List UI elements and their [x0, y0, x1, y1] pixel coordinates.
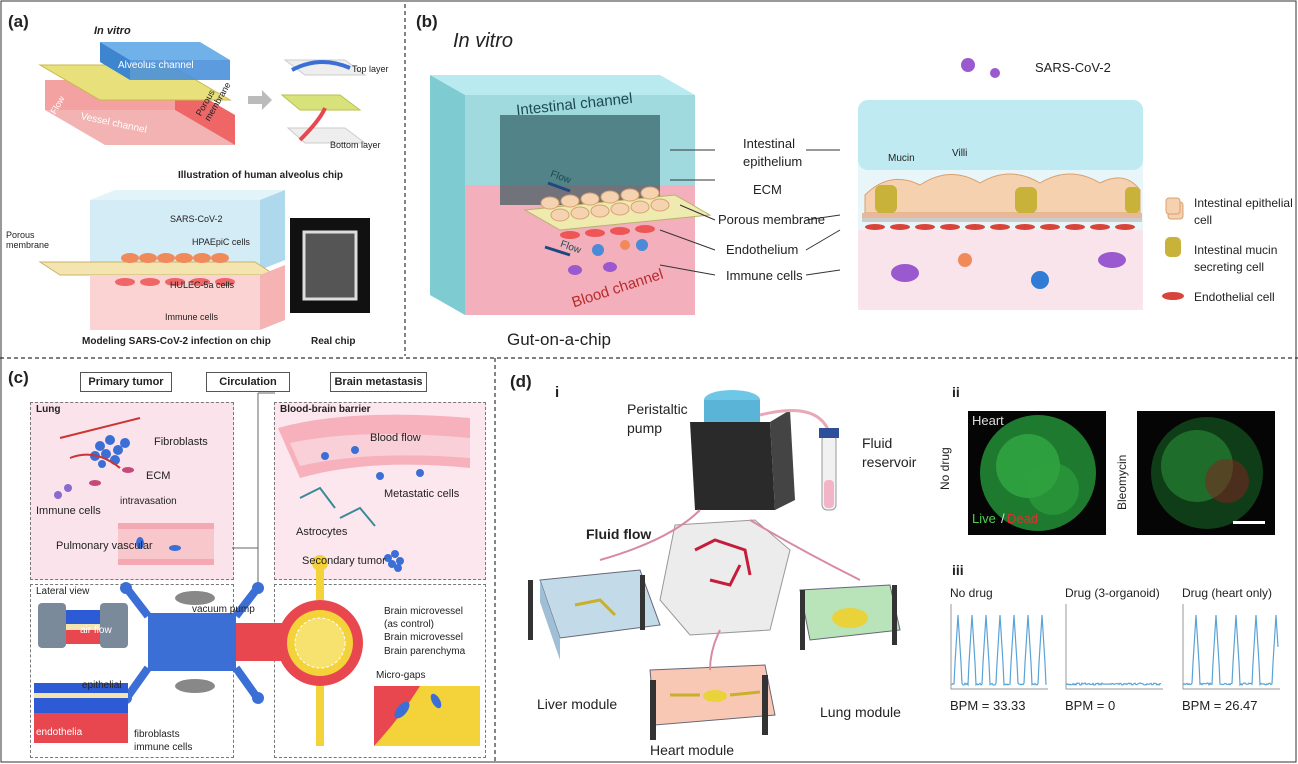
intravasation-label: intravasation [120, 496, 177, 507]
top-layer-label: Top layer [352, 64, 389, 74]
sub-iii-label: iii [952, 562, 964, 578]
trace-plot [1182, 603, 1282, 693]
trace-plot [950, 603, 1050, 693]
villi-label: Villi [952, 148, 967, 159]
fluid-reservoir-label: Fluid reservoir [862, 434, 932, 472]
no-drug-side-label: No drug [938, 447, 952, 490]
brain-microvessel-label: Brain microvessel [384, 632, 463, 643]
trace-bpm: BPM = 0 [1065, 698, 1115, 713]
lung-module-label: Lung module [820, 704, 901, 720]
epithelial-label: epithelial [82, 680, 121, 691]
alveolus-channel-label: Alveolus channel [118, 60, 194, 71]
fluid-flow-label: Fluid flow [586, 526, 651, 542]
astrocytes-label: Astrocytes [296, 526, 347, 538]
modeling-caption: Modeling SARS-CoV-2 infection on chip [82, 336, 271, 347]
liver-module-label: Liver module [537, 696, 617, 712]
tumor-circulation-art [0, 358, 490, 758]
pulmonary-vascular-label: Pulmonary vascular [56, 540, 153, 552]
bleomycin-label: Bleomycin [1115, 455, 1129, 510]
bbb-label: Blood-brain barrier [280, 404, 371, 415]
legend-epithelial: Intestinal epithelial cell [1194, 195, 1294, 229]
trace-title: Drug (3-organoid) [1065, 586, 1160, 600]
ecm-label-c: ECM [146, 470, 170, 482]
heart-module-label: Heart module [650, 742, 734, 758]
bottom-layer-label: Bottom layer [330, 140, 381, 150]
fibroblasts-immune-label: fibroblasts immune cells [134, 728, 214, 754]
sub-ii-label: ii [952, 384, 960, 400]
ecm-label-b: ECM [753, 182, 782, 197]
endothelia-label: endothelia [36, 727, 82, 738]
mucin-label: Mucin [888, 153, 915, 164]
vacuum-pump-label: vacuum pump [192, 604, 255, 615]
panel-b-label: (b) [416, 12, 438, 32]
legend-endothelial: Endothelial cell [1194, 290, 1275, 304]
air-flow-label: air flow [80, 625, 112, 636]
micro-gaps-label: Micro-gaps [376, 670, 425, 681]
trace-line [1067, 683, 1161, 685]
trace-plot [1065, 603, 1165, 693]
panel-b-in-vitro: In vitro [453, 30, 513, 53]
porous-membrane-label-b: Porous membrane [718, 212, 825, 227]
metastatic-cells-label: Metastatic cells [384, 488, 459, 500]
brain-parenchyma-label: Brain parenchyma [384, 646, 465, 657]
blood-flow-label: Blood flow [370, 432, 421, 444]
immune-cells-label-b: Immune cells [726, 268, 803, 283]
lung-label: Lung [36, 404, 60, 415]
hulec-label: HULEC-5a cells [170, 280, 234, 290]
gut-on-chip-caption: Gut-on-a-chip [507, 330, 611, 350]
trace-title: No drug [950, 586, 993, 600]
trace-bpm: BPM = 26.47 [1182, 698, 1258, 713]
trace-line [952, 615, 1046, 685]
sars-label-b: SARS-CoV-2 [1035, 60, 1111, 75]
trace-title: Drug (heart only) [1182, 586, 1272, 600]
immune-label-a: Immune cells [165, 312, 218, 322]
live-label: Live [972, 511, 996, 526]
legend-mucin: Intestinal mucin secreting cell [1194, 242, 1294, 276]
dead-label: Dead [1007, 511, 1038, 526]
immune-cells-label-c: Immune cells [36, 505, 101, 517]
porous-membrane-label-a2: Porous membrane [6, 230, 46, 250]
heart-no-drug-image: Heart Live / Dead [968, 411, 1106, 535]
secondary-tumor-label: Secondary tumor [302, 555, 386, 567]
endothelium-label: Endothelium [726, 242, 798, 257]
gut-cross-section [850, 55, 1150, 285]
real-chip-caption: Real chip [311, 336, 355, 347]
fibroblasts-label: Fibroblasts [154, 436, 208, 448]
hpaepic-label: HPAEpiC cells [192, 237, 250, 247]
trace-bpm: BPM = 33.33 [950, 698, 1026, 713]
peristaltic-pump-label: Peristaltic pump [627, 400, 697, 438]
gut-legend-icons [1160, 192, 1190, 312]
intestinal-epithelium-label: Intestinal epithelium [743, 135, 818, 171]
sars-label-a: SARS-CoV-2 [170, 214, 223, 224]
brain-microvessel-control-label: Brain microvessel (as control) [384, 605, 474, 631]
lateral-view-label: Lateral view [36, 586, 89, 597]
heart-label: Heart [972, 413, 1004, 428]
trace-line [1184, 615, 1278, 685]
alveolus-chip-caption: Illustration of human alveolus chip [178, 170, 343, 181]
heart-bleomycin-image [1137, 411, 1275, 535]
